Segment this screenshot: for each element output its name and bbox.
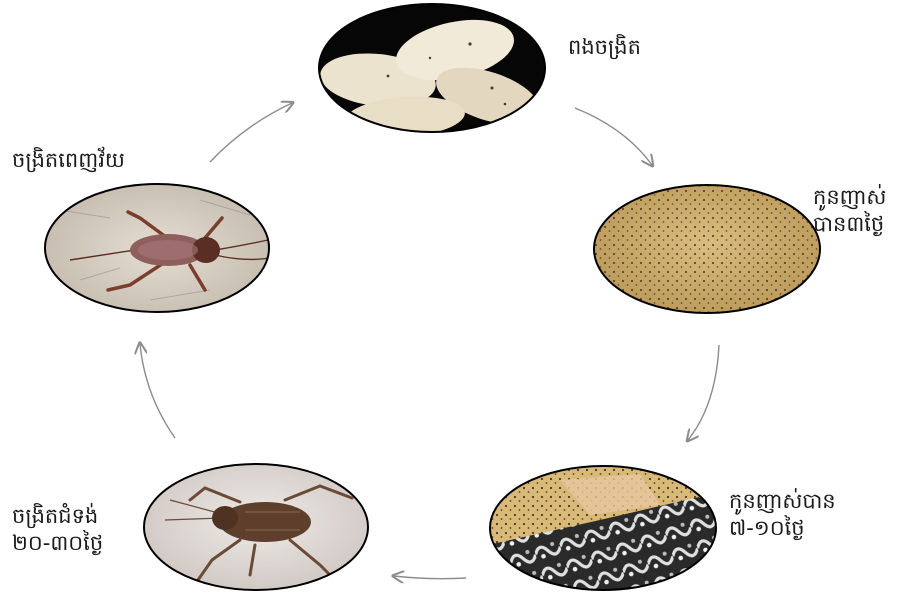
- adult-label: ចង្រិតពេញវ័យ: [12, 147, 125, 174]
- eggs-label: ពងចង្រិត: [568, 34, 641, 61]
- eggs-label-line-1: ពងចង្រិត: [568, 34, 641, 61]
- nymph-7-10-day-photo: [488, 462, 720, 594]
- juvenile-label-line-2: ២០-៣០ថ្ងៃ: [12, 530, 103, 557]
- juvenile-label-line-1: ចង្រិតជំទង់: [12, 503, 103, 530]
- arrow-juvenile-to-adult: [140, 344, 175, 438]
- adult-label-line-1: ចង្រិតពេញវ័យ: [12, 147, 125, 174]
- arrow-adult-to-eggs: [210, 103, 292, 162]
- juvenile-label: ចង្រិតជំទង់ ២០-៣០ថ្ងៃ: [12, 503, 103, 557]
- adult-cricket-photo: [40, 180, 275, 320]
- arrow-nymph3-to-nymph7: [688, 345, 719, 440]
- juvenile-cricket-photo: [140, 460, 375, 595]
- arrow-nymph7-to-juvenile: [394, 576, 466, 579]
- egg-stage-photo: [318, 4, 548, 141]
- nymph-3-day-label: កូនញាស់ បាន៣ថ្ងៃ: [813, 184, 886, 238]
- nymph-3-day-photo: [590, 180, 825, 320]
- nymph-3-day-label-line-2: បាន៣ថ្ងៃ: [813, 211, 886, 238]
- nymph-7-10-day-label: កូនញាស់បាន ៧-១០ថ្ងៃ: [729, 488, 836, 542]
- nymph-7-10-day-label-line-1: កូនញាស់បាន: [729, 488, 836, 515]
- nymph-3-day-label-line-1: កូនញាស់: [813, 184, 886, 211]
- nymph-7-10-day-label-line-2: ៧-១០ថ្ងៃ: [729, 515, 836, 542]
- arrow-eggs-to-nymph3: [575, 108, 652, 165]
